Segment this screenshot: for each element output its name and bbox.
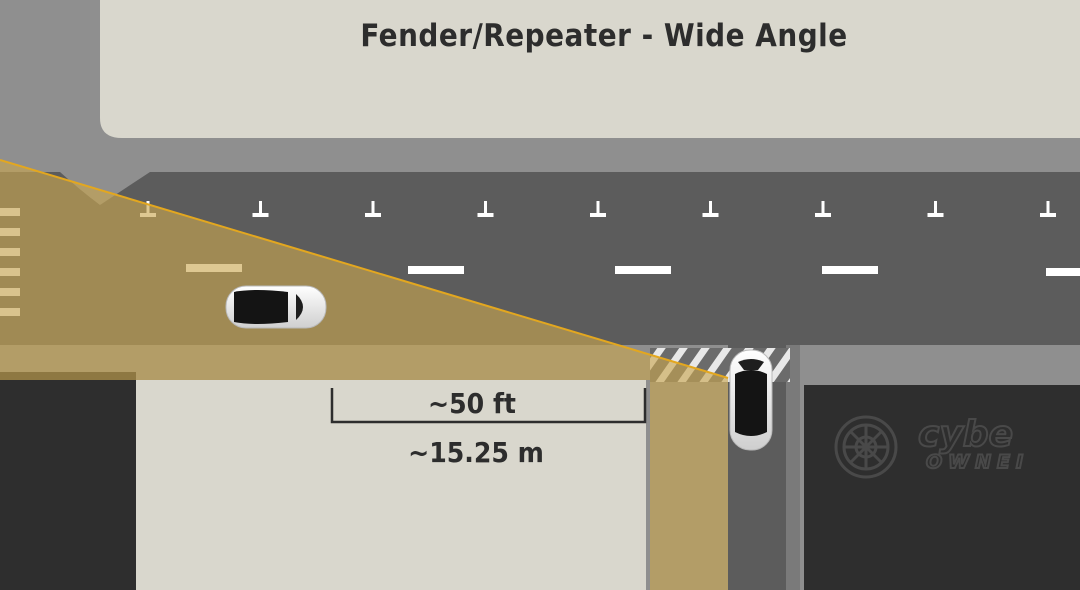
parking-tick [590, 201, 606, 217]
lane-dash [408, 266, 464, 274]
camera-coverage-area [0, 160, 728, 590]
parking-tick [365, 201, 381, 217]
watermark: cybe OWNEI [834, 413, 1029, 479]
parking-tick [927, 201, 944, 217]
top-block [100, 0, 1080, 138]
watermark-line1: cybe [918, 414, 1013, 455]
lane-dash [615, 266, 671, 274]
parking-tick [815, 201, 831, 217]
measurement-imperial: ~50 ft [428, 387, 516, 420]
dark-lot-left [0, 372, 136, 590]
dark-lot-right [804, 385, 1080, 590]
car-icon [225, 285, 327, 329]
measurement-bracket [330, 388, 647, 424]
parking-tick [252, 201, 269, 217]
parking-tick [1040, 201, 1056, 217]
bottom-block [136, 380, 646, 590]
lane-dash [822, 266, 878, 274]
parking-tick [477, 201, 494, 217]
gear-wheel-icon [834, 415, 898, 479]
watermark-line2: OWNEI [926, 451, 1029, 473]
lane-dash [1046, 268, 1080, 276]
coverage-edge-line [0, 159, 729, 379]
measurement-metric: ~15.25 m [408, 436, 544, 469]
parking-tick [702, 201, 719, 217]
parking-marks [140, 201, 1056, 217]
car-icon [729, 349, 773, 451]
diagram-title: Fender/Repeater - Wide Angle [360, 18, 847, 54]
